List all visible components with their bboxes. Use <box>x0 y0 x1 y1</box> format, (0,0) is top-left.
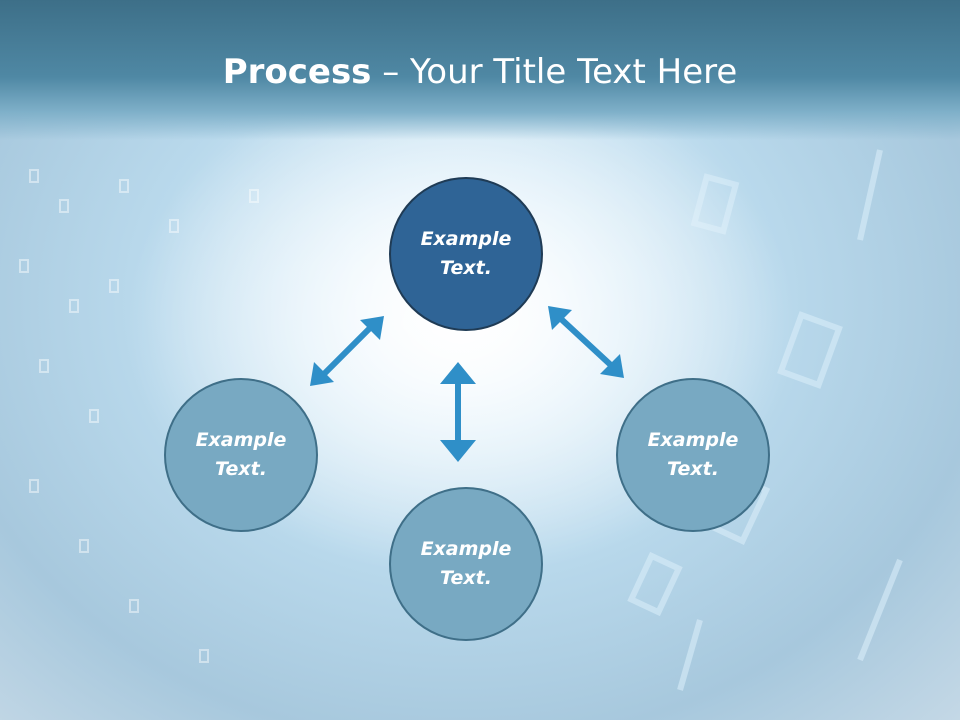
node-label-line2: Text. <box>440 257 492 279</box>
arrowhead <box>310 362 334 386</box>
process-node-left[interactable]: Example Text. <box>164 378 318 532</box>
process-node-bottom[interactable]: Example Text. <box>389 487 543 641</box>
arrowhead <box>360 316 384 340</box>
node-label-line1: Example <box>420 228 512 250</box>
slide-title: Process – Your Title Text Here <box>0 52 960 92</box>
title-bar <box>0 0 960 140</box>
title-rest: – Your Title Text Here <box>371 52 738 92</box>
node-label-line2: Text. <box>440 567 492 589</box>
arrowhead <box>440 440 476 462</box>
arrowhead <box>440 362 476 384</box>
node-label-line2: Text. <box>667 458 719 480</box>
process-node-right[interactable]: Example Text. <box>616 378 770 532</box>
node-label-line1: Example <box>195 429 287 451</box>
arrow-top-left <box>319 323 375 379</box>
node-label-line1: Example <box>420 538 512 560</box>
process-node-top[interactable]: Example Text. <box>389 177 543 331</box>
node-label-line2: Text. <box>215 458 267 480</box>
node-label-line1: Example <box>647 429 739 451</box>
arrow-top-right <box>557 315 617 371</box>
arrowhead <box>548 306 572 330</box>
title-bold: Process <box>222 52 372 92</box>
arrowhead <box>600 354 624 378</box>
